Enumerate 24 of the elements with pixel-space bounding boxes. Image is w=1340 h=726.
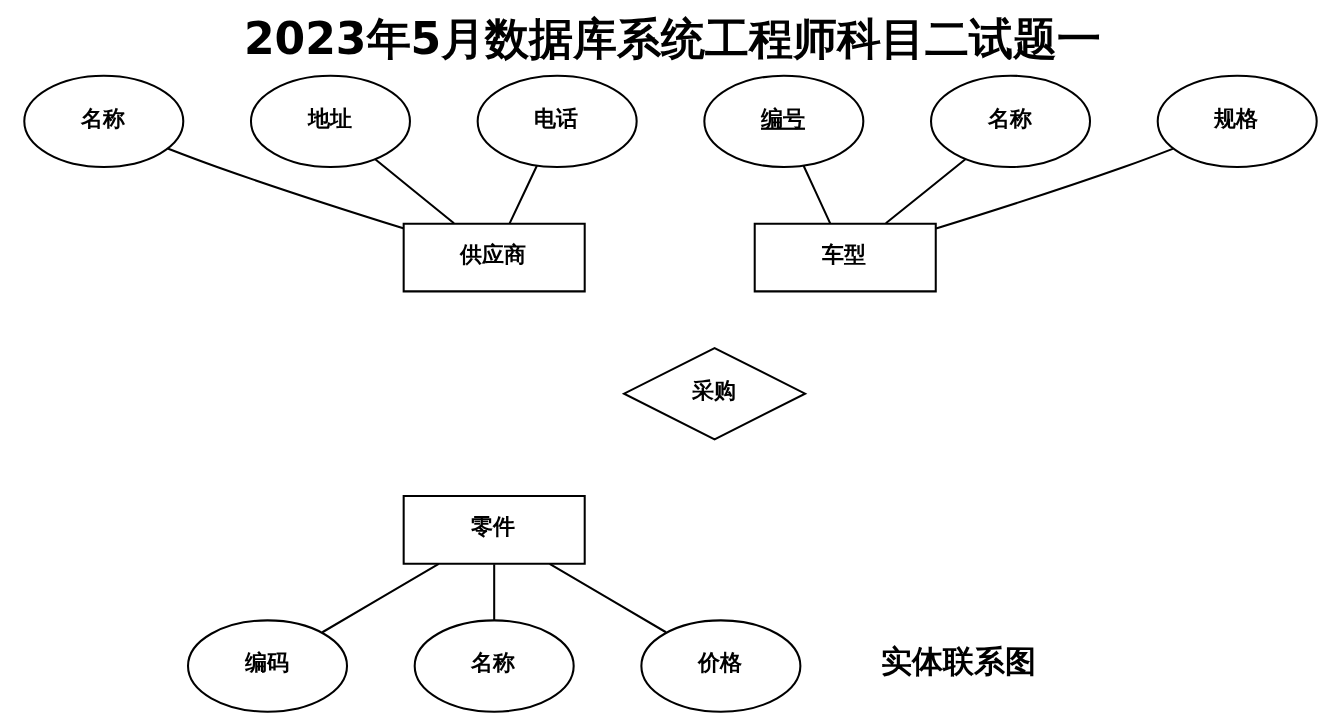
connector <box>321 563 439 634</box>
node-box: 供应商 <box>402 222 586 293</box>
node-ellipse: 名称 <box>413 619 575 713</box>
node-ellipse: 名称 <box>22 74 184 169</box>
node-ellipse: 地址 <box>249 74 411 169</box>
node-ellipse: 编码 <box>186 619 348 713</box>
connector <box>492 564 495 620</box>
node-diamond: 采购 <box>621 346 807 441</box>
connector <box>802 165 831 224</box>
connector <box>548 563 666 634</box>
connector <box>166 147 404 230</box>
diagram-title: 2023年5月数据库系统工程师科目二试题一 <box>243 13 1101 65</box>
node-box: 零件 <box>402 495 586 565</box>
label: 实体联系图 <box>880 643 1036 680</box>
node-ellipse: 编号 <box>702 74 864 169</box>
node-ellipse: 规格 <box>1156 74 1318 169</box>
node-box: 车型 <box>753 222 937 293</box>
connector <box>884 158 966 225</box>
node-ellipse: 电话 <box>476 74 638 169</box>
connector <box>508 165 538 224</box>
connector <box>374 158 455 225</box>
connector <box>935 147 1174 230</box>
node-ellipse: 价格 <box>639 619 801 713</box>
node-ellipse: 名称 <box>929 74 1091 169</box>
